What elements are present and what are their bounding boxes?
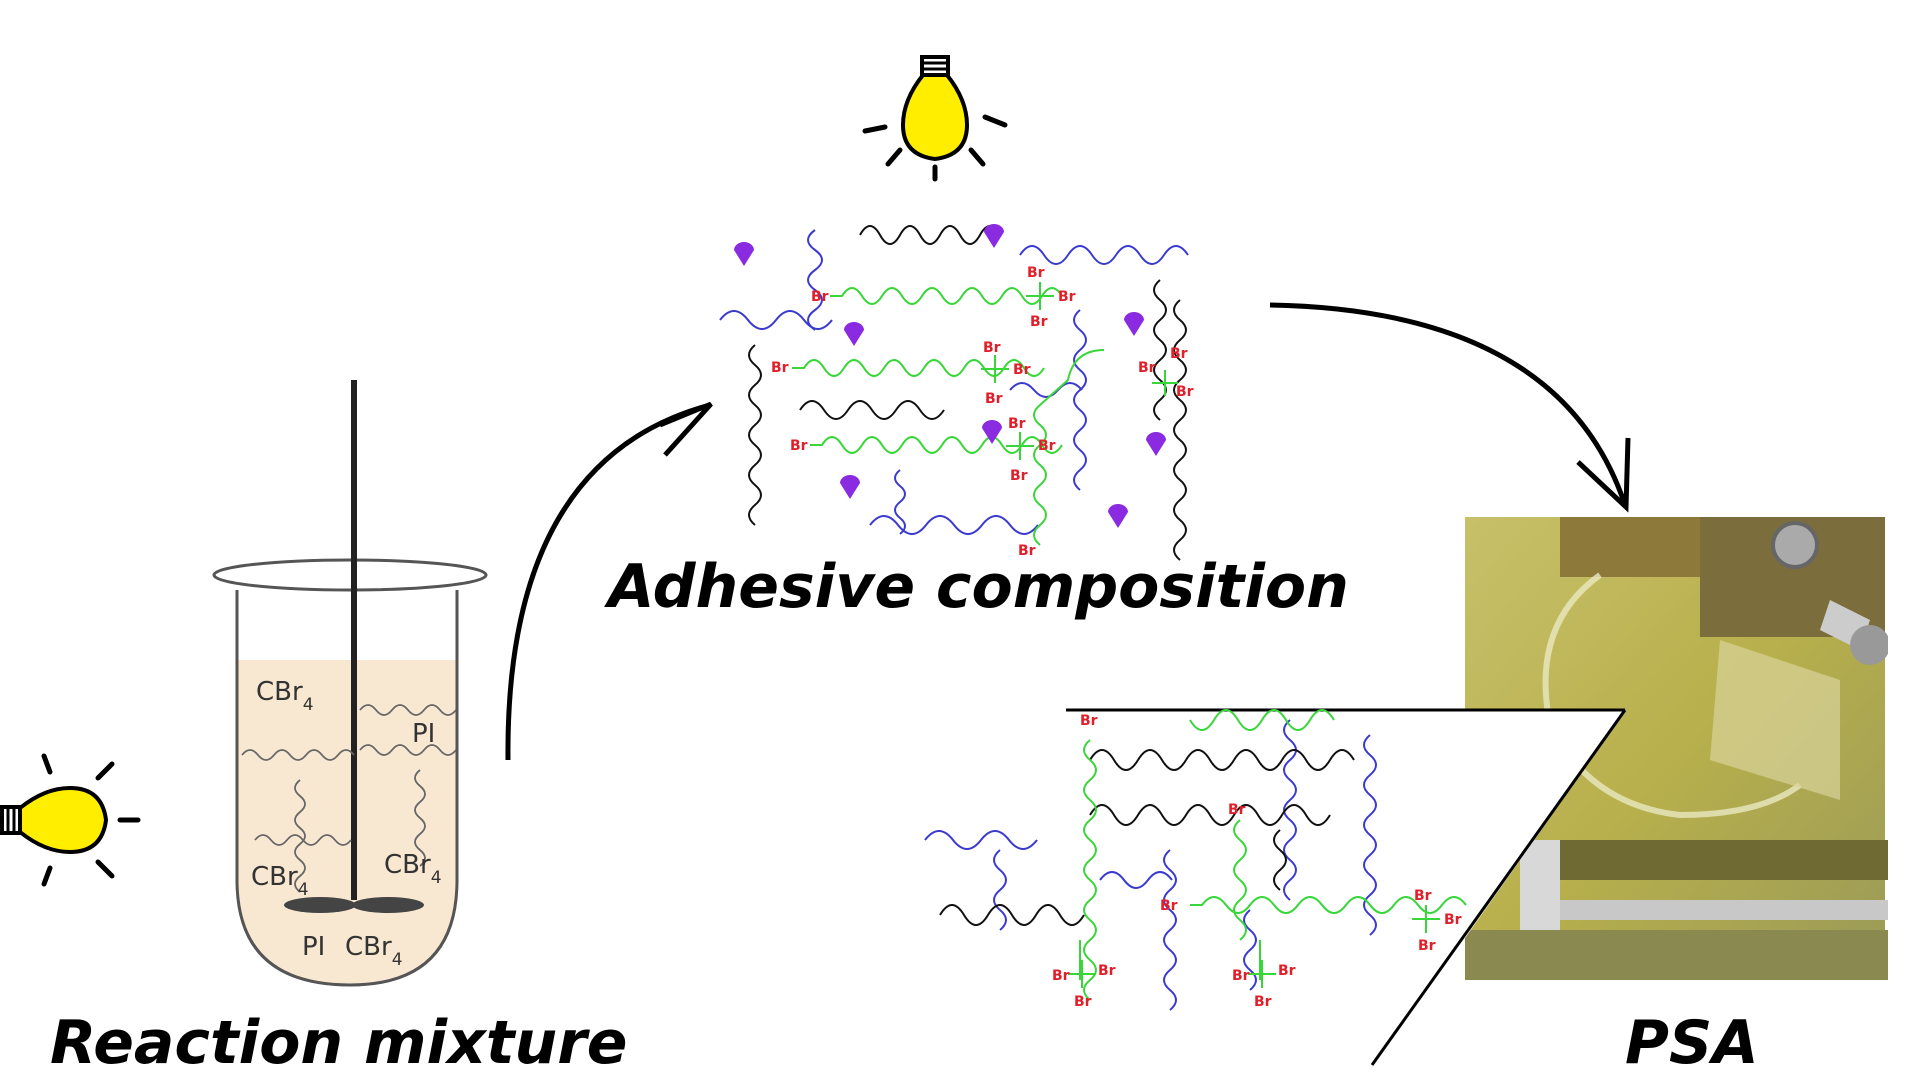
- lightbulb-icon: [0, 753, 141, 887]
- svg-text:Br: Br: [1254, 994, 1272, 1010]
- svg-text:Br: Br: [985, 391, 1003, 407]
- tube-label-cbr4: CBr4: [345, 932, 403, 970]
- svg-text:Br: Br: [1052, 968, 1070, 984]
- svg-text:Br: Br: [1030, 314, 1048, 330]
- svg-text:Br: Br: [983, 340, 1001, 356]
- svg-text:Br: Br: [1160, 898, 1178, 914]
- process-arrow: [1269, 302, 1631, 513]
- svg-text:Br: Br: [790, 438, 808, 454]
- tube-label-cbr4: CBr4: [256, 677, 314, 715]
- reaction-mixture-label: Reaction mixture: [50, 1008, 628, 1078]
- svg-text:Br: Br: [1138, 360, 1156, 376]
- svg-text:Br: Br: [1080, 713, 1098, 729]
- psa-photo: [1465, 517, 1888, 980]
- tube-label-cbr4: CBr4: [251, 862, 309, 900]
- tube-label-pi: PI: [412, 719, 435, 749]
- svg-text:Br: Br: [1444, 912, 1462, 928]
- svg-text:Br: Br: [1228, 802, 1246, 818]
- svg-text:Br: Br: [1027, 265, 1045, 281]
- reaction-tube: CBr4 PI CBr4 CBr4 PI CBr4: [212, 380, 488, 987]
- svg-text:Br: Br: [1176, 384, 1194, 400]
- psa-network: [924, 709, 1467, 1011]
- svg-text:Br: Br: [1058, 289, 1076, 305]
- svg-text:Br: Br: [1038, 438, 1056, 454]
- lightbulb-icon: [862, 55, 1008, 182]
- svg-text:Br: Br: [1010, 468, 1028, 484]
- svg-text:Br: Br: [1098, 963, 1116, 979]
- svg-text:Br: Br: [811, 289, 829, 305]
- svg-text:Br: Br: [1074, 994, 1092, 1010]
- process-arrow: [505, 401, 713, 761]
- svg-text:Br: Br: [1170, 346, 1188, 362]
- adhesive-composition-network: [719, 224, 1189, 561]
- svg-text:Br: Br: [771, 360, 789, 376]
- svg-text:Br: Br: [1008, 416, 1026, 432]
- svg-text:Br: Br: [1013, 362, 1031, 378]
- svg-text:Br: Br: [1018, 543, 1036, 559]
- svg-text:Br: Br: [1232, 968, 1250, 984]
- svg-text:Br: Br: [1278, 963, 1296, 979]
- zoom-callout: [1066, 708, 1627, 1066]
- tube-label-pi: PI: [302, 932, 325, 962]
- bromine-labels: Br Br Br Br Br Br Br Br Br Br Br Br Br B…: [771, 265, 1194, 559]
- adhesive-composition-label: Adhesive composition: [604, 552, 1349, 622]
- bromine-labels: Br Br Br Br Br Br Br Br Br Br Br Br: [1052, 713, 1462, 1010]
- psa-label: PSA: [1625, 1008, 1759, 1078]
- svg-text:Br: Br: [1414, 888, 1432, 904]
- svg-text:Br: Br: [1418, 938, 1436, 954]
- tube-label-cbr4: CBr4: [384, 850, 442, 888]
